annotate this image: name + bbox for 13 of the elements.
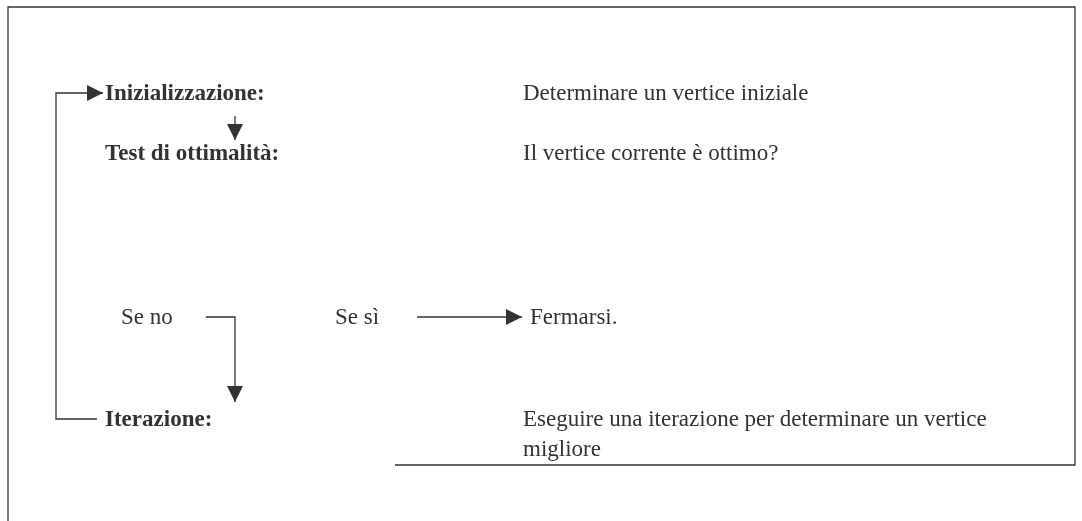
branch-text: Fermarsi.: [530, 302, 618, 332]
step-heading: Test di ottimalità:: [105, 138, 280, 168]
arrow: [416, 309, 523, 325]
branch-text: Se no: [121, 302, 173, 332]
arrow: [55, 85, 104, 420]
step-heading: Inizializzazione:: [105, 78, 265, 108]
arrow: [205, 316, 243, 403]
step-heading: Iterazione:: [105, 404, 213, 434]
step-description: Il vertice corrente è ottimo?: [523, 139, 779, 167]
step-description: Eseguire una iterazione per determinare un vertice migliore: [523, 405, 988, 463]
step-description: Determinare un vertice iniziale: [523, 79, 809, 107]
branch-text: Se sì: [335, 302, 380, 332]
arrow: [227, 115, 243, 141]
